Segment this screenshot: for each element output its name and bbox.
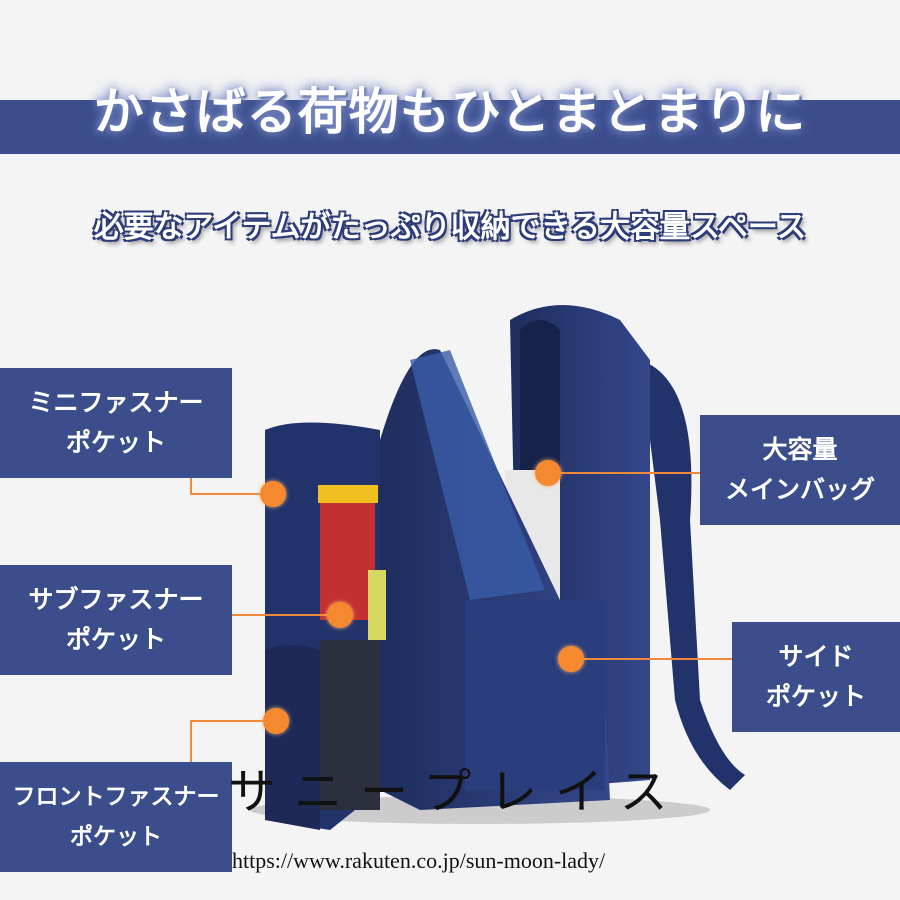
callout-line2: メインバッグ [724, 475, 875, 504]
connector-line [548, 472, 700, 474]
page-title: かさばる荷物もひとまとまりに [93, 83, 807, 141]
connector-line [190, 478, 192, 494]
callout-line1: サイド [778, 642, 854, 671]
callout-line2: ポケット [65, 428, 166, 457]
callout-front-pocket: フロントファスナー ポケット [0, 762, 232, 872]
callout-line2: ポケット [70, 824, 162, 850]
callout-line1: ミニファスナー [28, 388, 204, 417]
callout-sub-pocket: サブファスナー ポケット [0, 565, 232, 675]
callout-side-pocket: サイド ポケット [732, 622, 900, 732]
connector-line [190, 493, 273, 495]
title-banner [0, 100, 900, 154]
callout-line1: サブファスナー [28, 585, 204, 614]
sub-pocket-marker [327, 602, 353, 628]
side-pocket-marker [558, 646, 584, 672]
callout-line2: ポケット [765, 682, 866, 711]
page-subtitle: 必要なアイテムがたっぷり収納できる大容量スペース [93, 210, 807, 245]
connector-line [571, 658, 732, 660]
connector-line [190, 720, 192, 762]
mini-pocket-marker [260, 481, 286, 507]
shop-url: https://www.rakuten.co.jp/sun-moon-lady/ [232, 848, 606, 873]
brand-watermark: サニープレイス [228, 764, 686, 820]
main-bag-marker [535, 460, 561, 486]
callout-main-bag: 大容量 メインバッグ [700, 415, 900, 525]
callout-mini-pocket: ミニファスナー ポケット [0, 368, 232, 478]
callout-line2: ポケット [65, 625, 166, 654]
connector-line [190, 720, 276, 722]
connector-line [232, 614, 340, 616]
callout-line1: フロントファスナー [12, 784, 220, 810]
front-pocket-marker [263, 708, 289, 734]
callout-line1: 大容量 [762, 435, 838, 464]
